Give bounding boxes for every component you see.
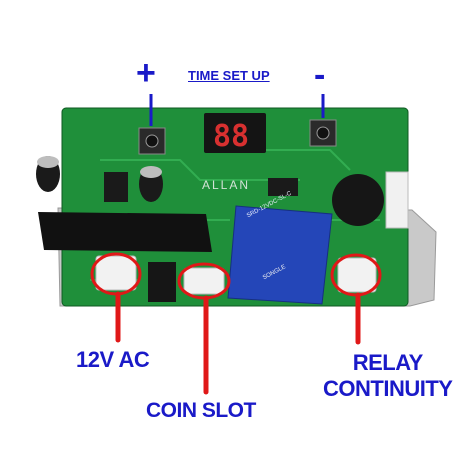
coin-slot-label: COIN SLOT — [146, 399, 256, 422]
relay — [227, 205, 333, 305]
relay-continuity-label: RELAY CONTINUITY — [323, 350, 453, 402]
buzzer — [332, 174, 384, 226]
seven-segment-display — [204, 113, 266, 153]
plus-button-cap — [145, 134, 159, 148]
header-connector — [385, 171, 409, 229]
heatsink-bar — [38, 212, 212, 252]
relay-label-line1: RELAY — [352, 350, 424, 375]
ic-chip — [268, 178, 298, 196]
time-set-up-label: TIME SET UP — [188, 68, 270, 83]
transistor — [148, 262, 176, 302]
capacitor-1-top — [37, 156, 59, 168]
display-digits: 88 — [213, 119, 249, 154]
coin-connector — [183, 267, 225, 295]
minus-label: - — [314, 56, 325, 94]
minus-button-cap — [316, 126, 330, 140]
ac-connector — [95, 255, 137, 291]
capacitor-2-top — [140, 166, 162, 178]
relay-label-line2: CONTINUITY — [323, 376, 453, 401]
board-brand: ALLAN — [202, 178, 251, 192]
regulator-chip — [104, 172, 128, 202]
relay-connector — [337, 257, 377, 293]
callout-lines — [115, 291, 361, 395]
button-pointers — [149, 94, 325, 126]
ac-12v-label: 12V AC — [76, 347, 150, 372]
plus-label: + — [136, 54, 156, 92]
